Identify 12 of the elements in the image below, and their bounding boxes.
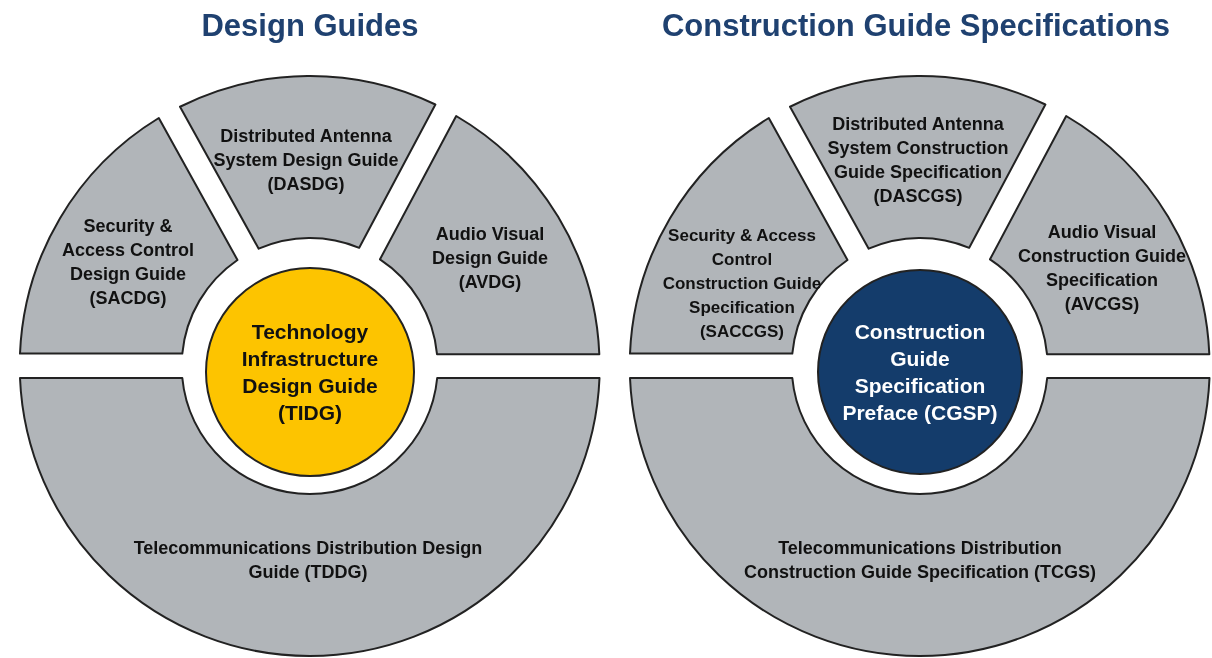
guide-title: Security & Access Control Construction Guide Specification (SACCGS) — [661, 225, 823, 343]
guide-title: Distributed Antenna System Design Guide (DASDG) — [212, 125, 400, 196]
guide-title: Audio Visual Design Guide (AVDG) — [430, 223, 549, 294]
guide-title: Audio Visual Construction Guide Specification (AVCGS) — [1017, 221, 1187, 316]
guide-title: Telecommunications Distribution Design Guide (TDDG) — [132, 537, 484, 584]
guide-title: Telecommunications Distribution Construction Guide Specification (TCGS) — [742, 537, 1097, 584]
section-heading: Construction Guide Specifications — [660, 8, 1172, 44]
section-heading: Design Guides — [200, 8, 420, 44]
guide-title: Distributed Antenna System Construction Guide Specification (DASCGS) — [826, 113, 1010, 208]
guide-title: Technology Infrastructure Design Guide (TIDG) — [240, 319, 380, 426]
guide-title: Construction Guide Specification Preface (CGSP) — [841, 319, 999, 426]
guide-title: Security & Access Control Design Guide (SACDG) — [60, 215, 195, 310]
